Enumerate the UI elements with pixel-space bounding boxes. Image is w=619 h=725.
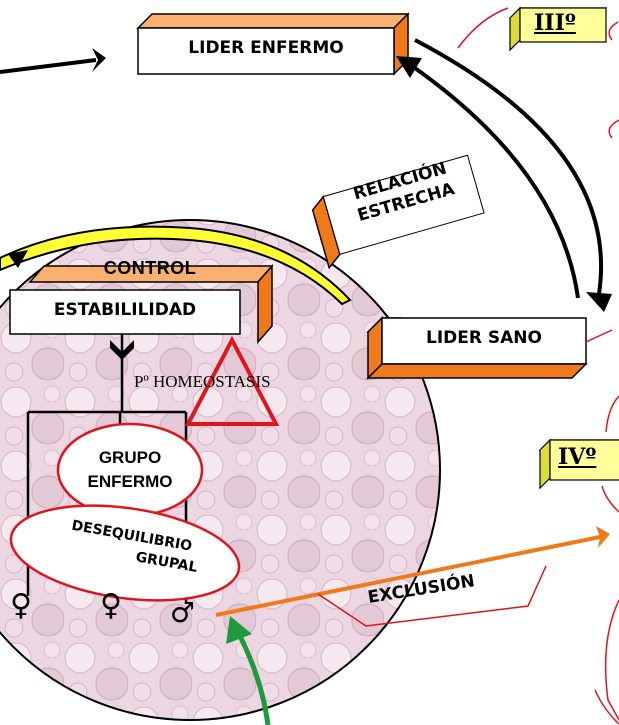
box-lider-enfermo (136, 12, 410, 76)
member-male-icon: ♂ (170, 596, 196, 629)
estabilidad-label: ESTABILILIDAD (53, 300, 197, 320)
homeostasis-label: Pº HOMEOSTASIS (134, 372, 271, 391)
roman-third-label: IIIº (534, 10, 576, 36)
member-female-2-icon: ♀ (100, 588, 122, 623)
box-estabilidad (9, 264, 274, 344)
box-roman-third (508, 6, 608, 52)
yellow-arc (0, 225, 352, 306)
box-roman-fourth (538, 438, 619, 490)
arc-arrow-icon (8, 250, 28, 268)
lider-enfermo-label: LIDER ENFERMO (188, 38, 344, 58)
exclusion-line (215, 526, 610, 627)
member-female-1-icon: ♀ (10, 588, 32, 623)
relationship-arrows (410, 38, 604, 301)
roman-fourth-label: IVº (558, 444, 597, 470)
left-arrow (0, 48, 106, 74)
red-triangle (184, 335, 280, 426)
ellipse-desequilibrio (9, 504, 241, 602)
green-arrow (226, 616, 271, 725)
fork-icon (110, 340, 134, 360)
control-label: CONTROL (103, 258, 197, 278)
box-relacion (311, 154, 485, 270)
lider-sano-label: LIDER SANO (426, 328, 542, 348)
arrowhead-up-icon (396, 56, 422, 78)
grupo-enfermo-label: GRUPO ENFERMO (58, 446, 202, 494)
grupo-line2: ENFERMO (87, 472, 173, 491)
red-callout-lines (457, 7, 619, 725)
grupo-line1: GRUPO (98, 448, 162, 467)
arrowhead-down-icon (586, 292, 612, 312)
box-lider-sano (366, 316, 588, 380)
